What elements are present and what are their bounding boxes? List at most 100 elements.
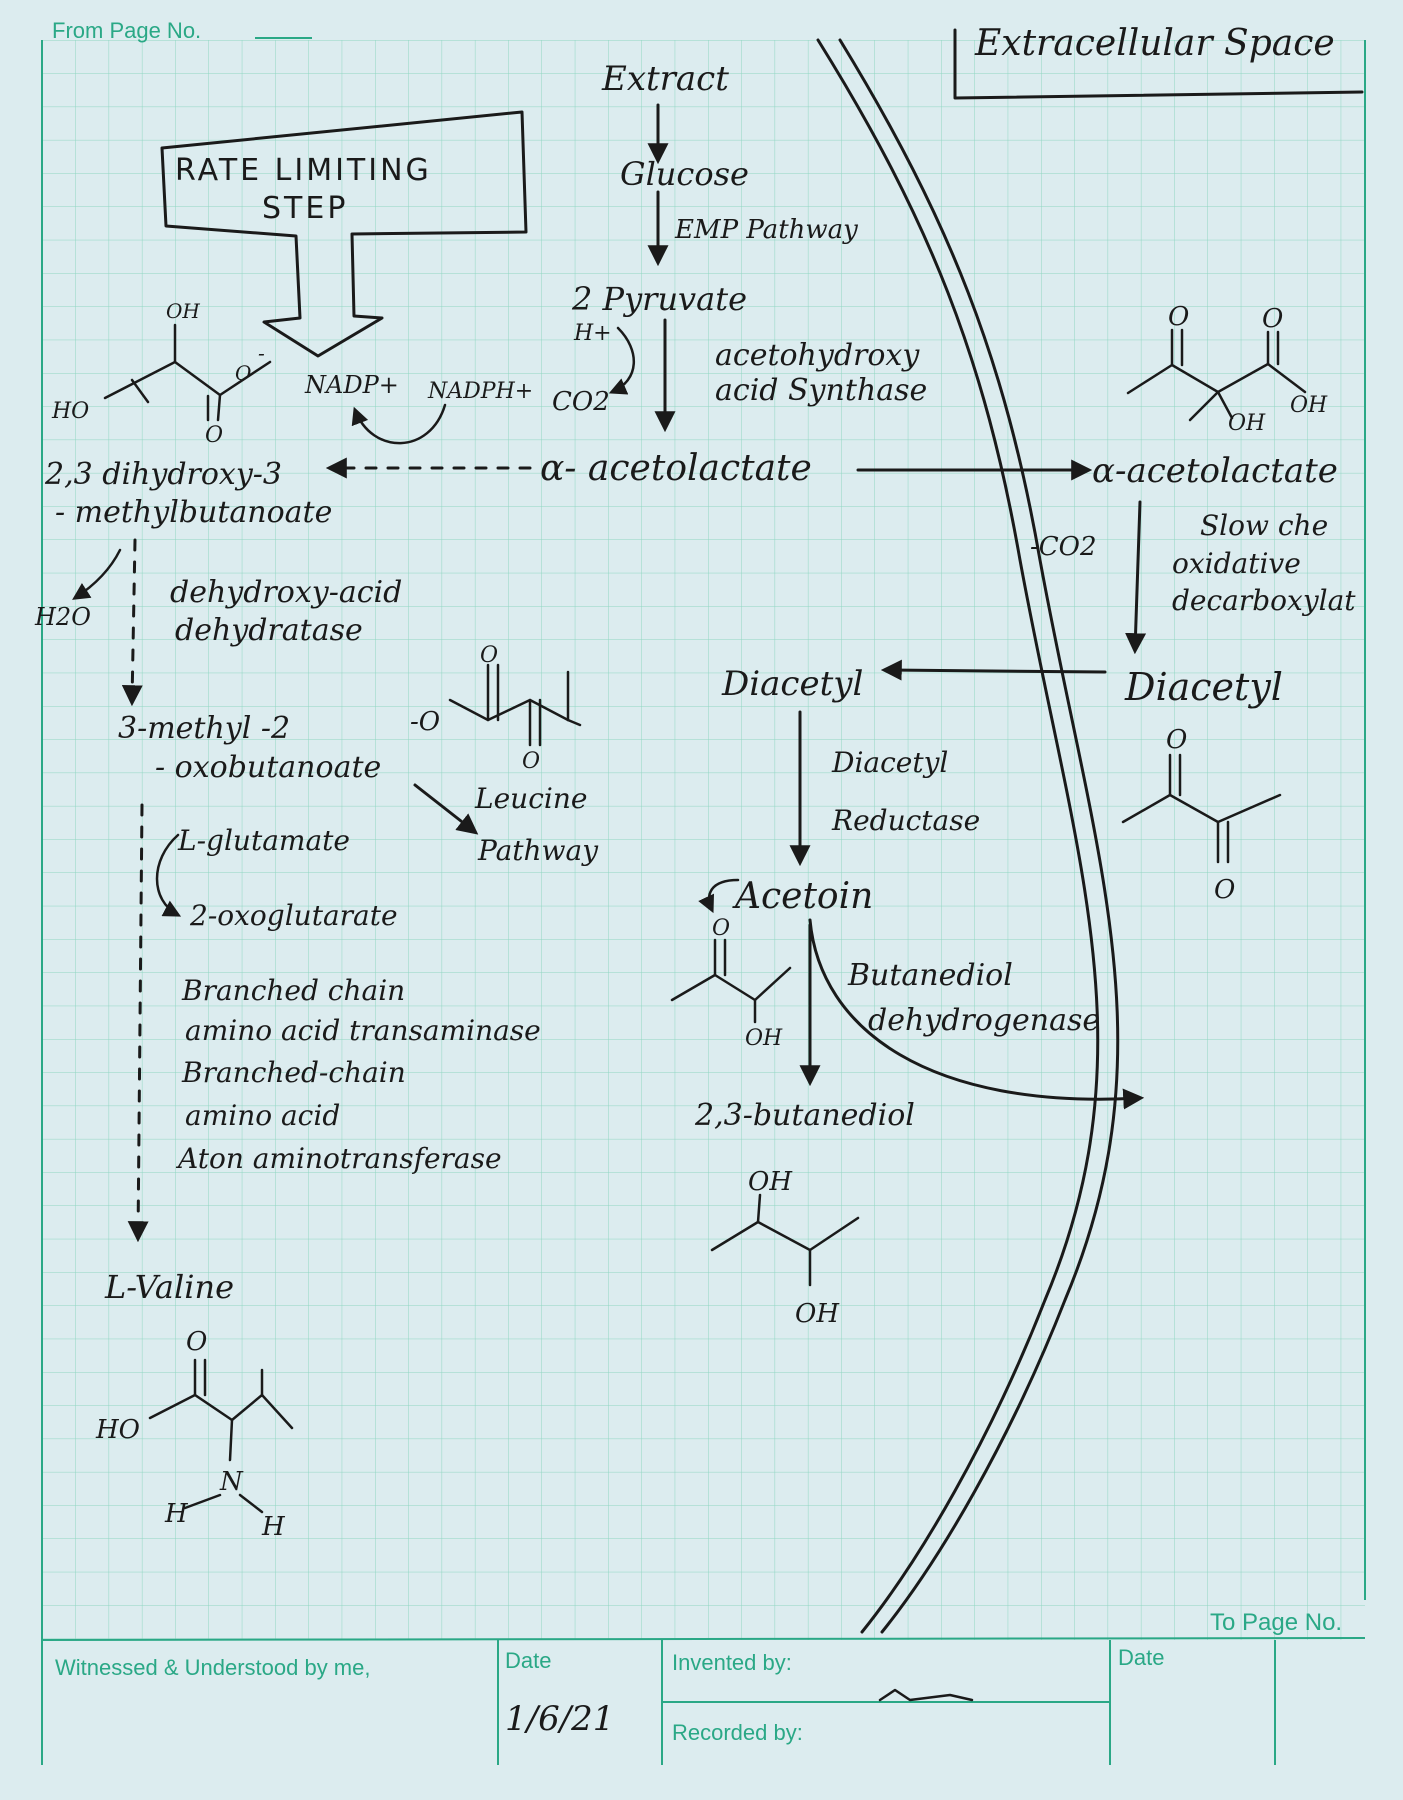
dihydroxy-ho: HO <box>51 399 89 424</box>
acetolactate-to-diacetyl-arrow <box>1125 500 1147 655</box>
butanediol-structure: OH OH <box>710 1167 860 1329</box>
nadp-label: NADP+ <box>304 371 399 399</box>
oxobutanoate-structure: -O O O <box>410 643 582 774</box>
diacetyl-structure: O O <box>1121 725 1282 905</box>
header-from-page: From Page No. <box>52 18 201 43</box>
diacetyl-inside-label: Diacetyl <box>721 664 863 704</box>
oxoglutarate-label: 2-oxoglutarate <box>189 899 398 932</box>
h2o-label: H2O <box>34 603 91 631</box>
acetolactate-outside-label: α-acetolactate <box>1092 451 1338 491</box>
recorded-by-label: Recorded by: <box>672 1720 803 1745</box>
transaminase-line2: amino acid transaminase <box>185 1014 541 1047</box>
rate-limiting-line1: RATE LIMITING <box>175 153 432 188</box>
butanediol-oh-bottom: OH <box>795 1299 840 1329</box>
transaminase-line4: amino acid <box>185 1099 340 1132</box>
oxo-line2: - oxobutanoate <box>155 750 381 785</box>
header-right-box <box>953 28 1364 100</box>
transaminase-line3: Branched-chain <box>181 1056 406 1089</box>
acetolactate-oh-1: OH <box>1228 411 1266 436</box>
butanediol-oh-top: OH <box>748 1167 793 1197</box>
dihydroxy-o-right: O <box>235 361 251 385</box>
acetoin-o: O <box>712 916 730 941</box>
h2o-leaving-arrow <box>72 548 122 600</box>
acetoin-oh: OH <box>745 1026 783 1051</box>
nadph-to-nadp-curve-arrow <box>351 403 447 445</box>
dehydratase-line2: dehydratase <box>175 613 363 648</box>
footer-top-rule <box>41 1637 1366 1641</box>
glutamate-label: L-glutamate <box>177 824 350 857</box>
to-page-label: To Page No. <box>1210 1609 1342 1636</box>
valine-n: N <box>219 1467 244 1497</box>
diacetyl-o-bottom: O <box>1214 875 1235 905</box>
bdh-line1: Butanediol <box>847 958 1013 993</box>
acetolactate-o-1: O <box>1168 302 1189 332</box>
ahas-line2: acid Synthase <box>715 373 927 408</box>
dihydroxy-oh: OH <box>166 299 200 323</box>
transaminase-line5: Aton aminotransferase <box>175 1142 502 1175</box>
glucose-label: Glucose <box>620 155 749 193</box>
oxo-to-valine-dashed <box>127 803 149 1243</box>
pyruvate-label: 2 Pyruvate <box>571 280 747 318</box>
valine-o: O <box>186 1327 207 1357</box>
acetolactate-o-2: O <box>1262 304 1283 334</box>
dehydratase-line1: dehydroxy-acid <box>170 575 402 610</box>
leucine-line1: Leucine <box>474 782 587 815</box>
date-label-1: Date <box>505 1648 551 1673</box>
dihydroxy-o-bottom: O <box>205 423 223 448</box>
dihydroxy-structure: OH HO O O - <box>51 299 272 448</box>
acetolactate-structure: O O OH OH <box>1126 302 1328 436</box>
dihydroxy-o-minus: - <box>258 341 265 365</box>
cell-membrane-outer <box>816 38 1100 1634</box>
minus-co2-label: -CO2 <box>1030 532 1097 562</box>
rate-limiting-callout <box>160 110 528 358</box>
dihydroxy-line1: 2,3 dihydroxy-3 <box>44 457 282 492</box>
emp-pathway-label: EMP Pathway <box>674 215 858 245</box>
extract-label: Extract <box>601 59 729 99</box>
date-value: 1/6/21 <box>505 1699 614 1739</box>
dihydroxy-line2: - methylbutanoate <box>55 495 332 530</box>
slow-line3: decarboxylat <box>1172 584 1356 617</box>
co2-label: CO2 <box>552 387 610 417</box>
valine-label: L-Valine <box>104 1268 234 1306</box>
oxo-to-leucine-arrow <box>413 783 479 835</box>
slow-line1: Slow che <box>1200 509 1328 542</box>
bdh-line2: dehydrogenase <box>868 1003 1100 1038</box>
acetoin-label: Acetoin <box>732 876 873 917</box>
butanediol-export-arrow <box>808 918 1145 1110</box>
acetoin-side-curve <box>698 878 740 914</box>
reductase-line2: Reductase <box>831 804 980 837</box>
header-right-box-label: Extracellular Space <box>974 23 1335 64</box>
inventor-signature-mark <box>878 1688 974 1702</box>
acetolactate-inside-label: α- acetolactate <box>540 448 812 489</box>
oxo-line1: 3-methyl -2 <box>118 711 290 746</box>
h-co2-curve-arrow <box>608 326 635 395</box>
valine-ho: HO <box>95 1415 140 1445</box>
diacetyl-import-arrow <box>880 659 1107 681</box>
valine-h-right: H <box>261 1512 286 1542</box>
diacetyl-o-top: O <box>1166 725 1187 755</box>
dihydroxy-to-oxo-dashed <box>121 538 143 707</box>
h-plus-label: H+ <box>573 321 612 346</box>
date-label-2: Date <box>1118 1645 1164 1670</box>
oxo-o-minus: -O <box>410 707 440 737</box>
glutamate-curve-arrow <box>155 833 182 917</box>
reductase-line1: Diacetyl <box>831 746 948 779</box>
acetoin-structure: O OH <box>670 916 792 1051</box>
nadph-label: NADPH+ <box>427 379 533 404</box>
oxo-o-bottom: O <box>522 749 540 774</box>
slow-line2: oxidative <box>1172 547 1301 580</box>
cell-membrane-inner <box>838 38 1120 1634</box>
acetolactate-oh-2: OH <box>1290 393 1328 418</box>
invented-by-label: Invented by: <box>672 1650 792 1675</box>
butanediol-label: 2,3-butanediol <box>694 1098 915 1133</box>
leucine-line2: Pathway <box>477 834 599 867</box>
rate-limiting-line2: STEP <box>262 191 348 226</box>
witnessed-label: Witnessed & Understood by me, <box>55 1655 370 1680</box>
valine-h-left: H <box>164 1499 189 1529</box>
ahas-line1: acetohydroxy <box>715 338 920 373</box>
diacetyl-outside-label: Diacetyl <box>1124 665 1283 709</box>
transaminase-line1: Branched chain <box>181 974 405 1007</box>
oxo-o-top: O <box>480 643 498 668</box>
valine-structure: O HO N H H <box>95 1327 294 1542</box>
